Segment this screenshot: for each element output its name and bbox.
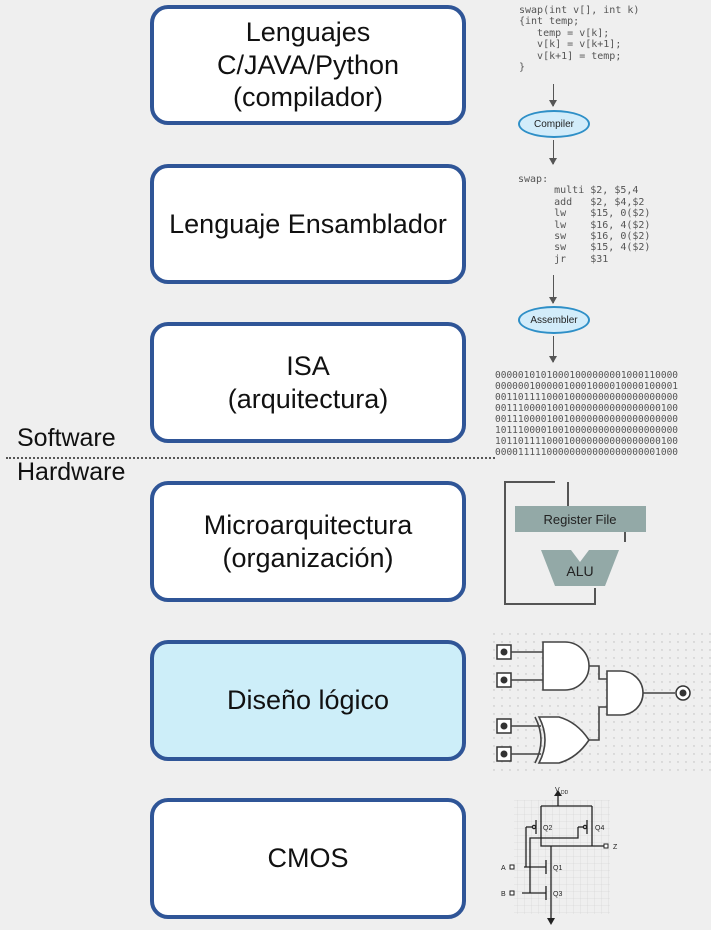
layer-title: Lenguajes C/JAVA/Python	[216, 17, 400, 80]
compiler-ellipse: Compiler	[518, 110, 590, 138]
layer-subtitle: (compilador)	[232, 82, 384, 113]
register-file-label: Register File	[544, 512, 617, 527]
arrow-down-icon	[549, 140, 557, 165]
z-label: Z	[613, 844, 618, 851]
q1-label: Q1	[553, 865, 562, 872]
a-label: A	[501, 865, 506, 872]
b-label: B	[501, 891, 506, 898]
layer-subtitle: (organización)	[222, 542, 394, 573]
vdd-label: V	[555, 787, 560, 794]
hardware-label: Hardware	[17, 458, 126, 486]
layer-title: Lenguaje Ensamblador	[169, 208, 447, 239]
layer-logic-design: Diseño lógico	[150, 640, 466, 761]
q3-label: Q3	[553, 891, 562, 898]
software-label: Software	[17, 424, 116, 452]
vdd-subscript: DD	[561, 790, 569, 796]
cmos-circuit-diagram: V DD Q2 Q4 Q1 Q3 Z A B	[501, 787, 618, 925]
q4-label: Q4	[595, 825, 604, 832]
arrow-down-icon	[549, 84, 557, 107]
layer-microarchitecture: Microarquitectura (organización)	[150, 481, 466, 602]
alu-block	[541, 550, 619, 586]
high-level-code: swap(int v[], int k) {int temp; temp = v…	[519, 5, 640, 74]
logic-gates-diagram	[493, 633, 711, 773]
layer-title: ISA	[286, 351, 330, 382]
layer-assembly-language: Lenguaje Ensamblador	[150, 164, 466, 284]
layer-high-level-languages: Lenguajes C/JAVA/Python (compilador)	[150, 5, 466, 125]
layer-cmos: CMOS	[150, 798, 466, 919]
layer-title: Diseño lógico	[226, 685, 390, 716]
layer-title: Microarquitectura	[203, 510, 413, 541]
arrow-down-icon	[549, 275, 557, 304]
layer-subtitle: (arquitectura)	[227, 383, 389, 414]
q2-label: Q2	[543, 825, 552, 832]
assembler-ellipse: Assembler	[518, 306, 590, 334]
layer-isa: ISA (arquitectura)	[150, 322, 466, 443]
register-file-block	[515, 506, 646, 532]
software-hardware-divider	[6, 457, 495, 459]
assembly-code: swap: multi $2, $5,4 add $2, $4,$2 lw $1…	[518, 174, 651, 265]
alu-label: ALU	[566, 563, 593, 579]
datapath-diagram: Register File ALU	[504, 481, 646, 605]
arrow-down-icon	[549, 336, 557, 363]
machine-code: 00000101010001000000001000110000 0000001…	[495, 370, 679, 458]
layer-title: CMOS	[267, 843, 349, 874]
